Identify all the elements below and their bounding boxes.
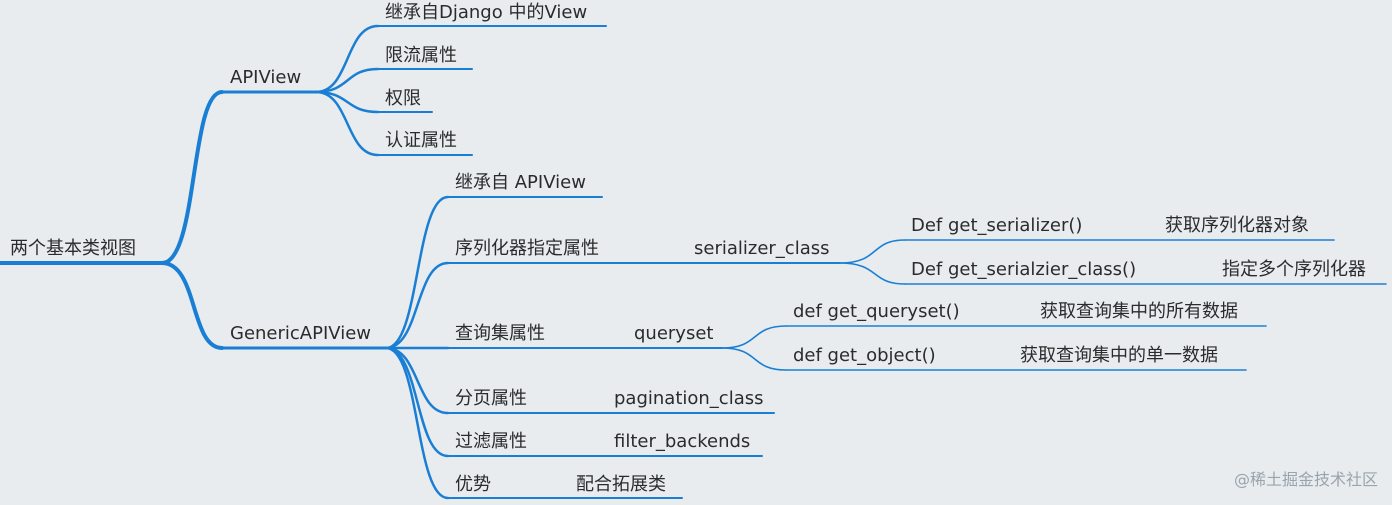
watermark: @稀土掘金技术社区 bbox=[1233, 470, 1378, 489]
queryset-method-desc: 获取查询集中的单一数据 bbox=[1020, 345, 1218, 366]
pagination-node: 分页属性 bbox=[455, 388, 527, 409]
serializer-method-desc: 获取序列化器对象 bbox=[1165, 215, 1309, 236]
inherit-node: 继承自 APIView bbox=[455, 172, 586, 193]
apiview-child-node: 限流属性 bbox=[385, 45, 457, 66]
apiview-child-node: 继承自Django 中的View bbox=[385, 2, 588, 23]
edge-apiview-2 bbox=[314, 67, 380, 94]
apiview-node: APIView bbox=[230, 67, 302, 88]
edge-generic-1 bbox=[384, 195, 450, 350]
edge-serializer-m2 bbox=[839, 262, 906, 285]
edge-generic-2 bbox=[384, 261, 450, 350]
queryset-method-desc: 获取查询集中的所有数据 bbox=[1040, 301, 1238, 322]
pagination-attr-node: pagination_class bbox=[614, 388, 764, 409]
queryset-method-node: def get_object() bbox=[793, 345, 936, 366]
edge-queryset-m1 bbox=[721, 325, 787, 349]
queryset-node: 查询集属性 bbox=[455, 323, 545, 344]
filter-attr-node: filter_backends bbox=[614, 431, 751, 452]
edge-queryset-m2 bbox=[721, 347, 787, 371]
serializer-node: 序列化器指定属性 bbox=[455, 238, 599, 259]
queryset-attr-node: queryset bbox=[634, 323, 714, 344]
advantage-node: 优势 bbox=[455, 474, 491, 495]
edge-generic-6 bbox=[384, 346, 450, 500]
serializer-method-node: Def get_serializer() bbox=[911, 215, 1083, 236]
serializer-method-node: Def get_serialzier_class() bbox=[911, 259, 1137, 280]
apiview-child-node: 认证属性 bbox=[385, 130, 457, 151]
apiview-child-node: 权限 bbox=[385, 88, 421, 109]
edge-generic-5 bbox=[384, 346, 450, 458]
advantage-value-node: 配合拓展类 bbox=[576, 474, 666, 495]
edge-root-apiview bbox=[160, 90, 224, 265]
root-node: 两个基本类视图 bbox=[10, 238, 136, 259]
filter-node: 过滤属性 bbox=[455, 431, 527, 452]
edge-apiview-4 bbox=[314, 90, 380, 157]
serializer-attr-node: serializer_class bbox=[694, 238, 830, 259]
serializer-method-desc: 指定多个序列化器 bbox=[1222, 259, 1366, 280]
edge-apiview-1 bbox=[314, 24, 380, 94]
generic-apiview-node: GenericAPIView bbox=[230, 323, 371, 344]
queryset-method-node: def get_queryset() bbox=[793, 301, 960, 322]
edge-serializer-m1 bbox=[839, 239, 906, 264]
edge-root-generic bbox=[160, 261, 224, 350]
